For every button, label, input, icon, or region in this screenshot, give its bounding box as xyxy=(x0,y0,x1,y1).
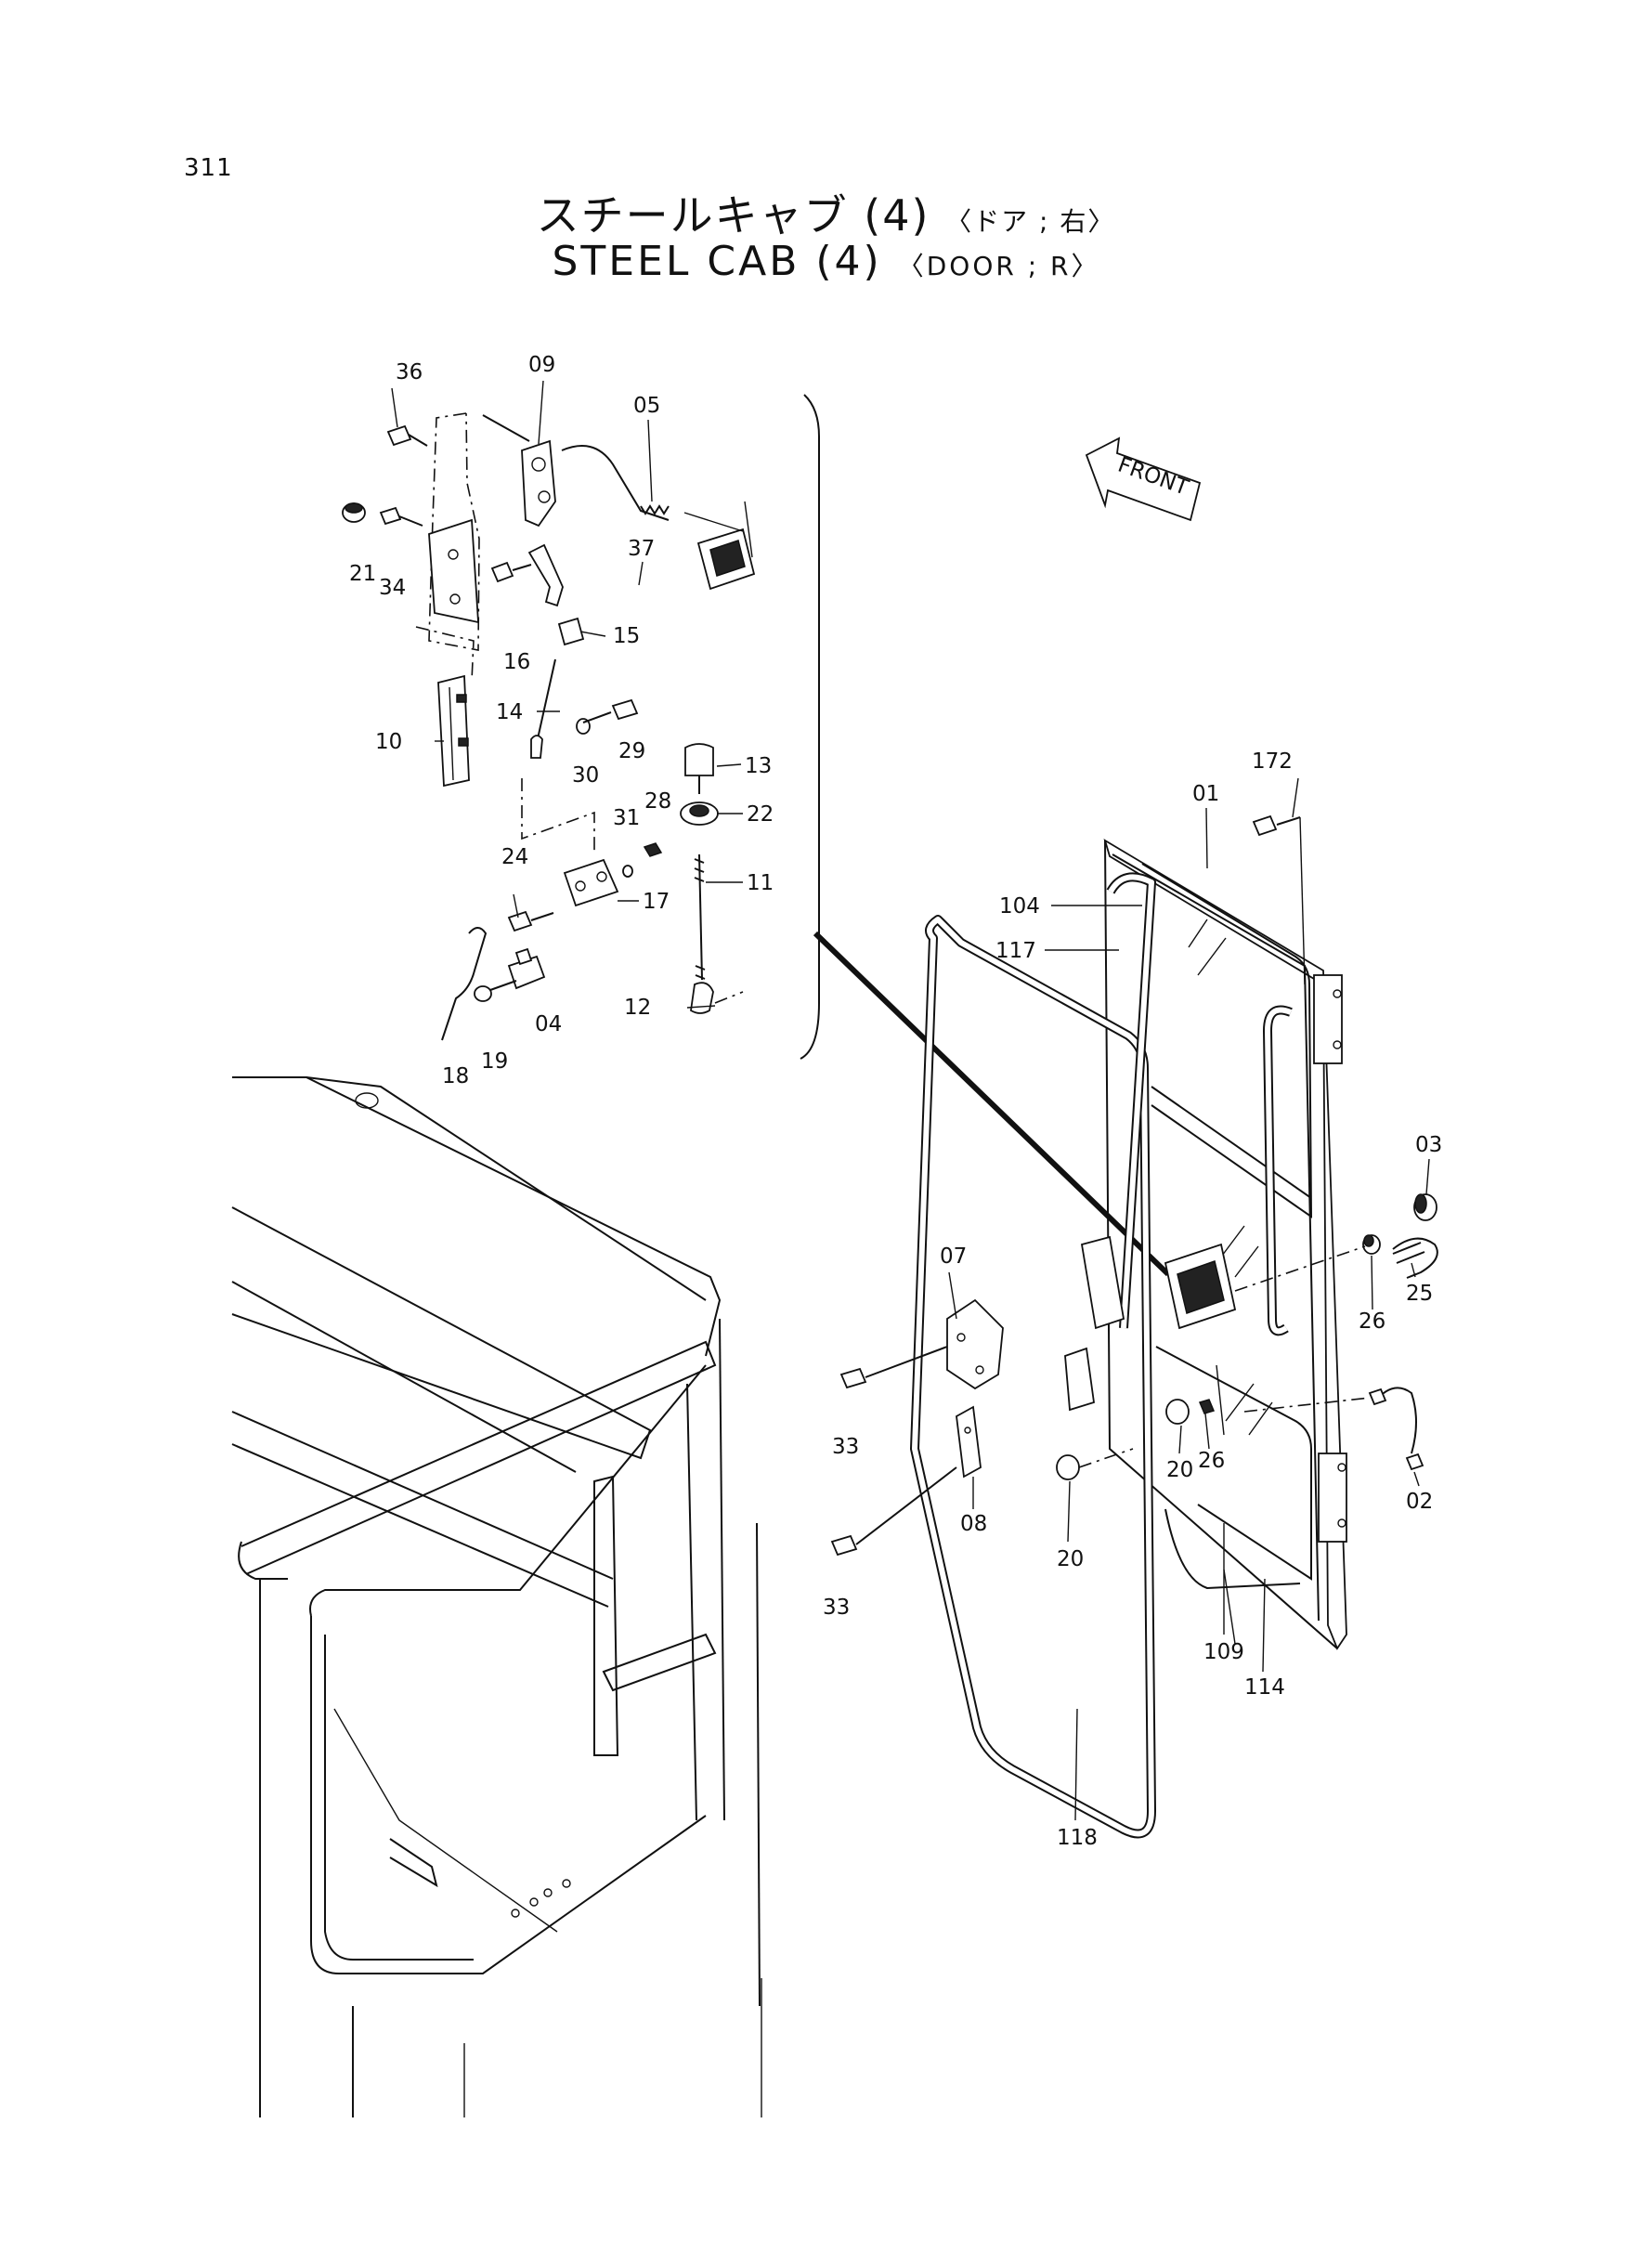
door-assembly xyxy=(830,814,1438,1839)
callout-22: 22 xyxy=(747,802,774,827)
callout-26-door: 26 xyxy=(1198,1449,1225,1473)
callout-21: 21 xyxy=(349,562,376,586)
callout-36: 36 xyxy=(396,360,423,384)
title-en-sub: 〈DOOR ; R〉 xyxy=(897,251,1100,281)
callout-11: 11 xyxy=(747,871,774,895)
callout-30: 30 xyxy=(572,763,599,788)
callout-20-upper: 20 xyxy=(1166,1458,1193,1482)
callout-12: 12 xyxy=(624,996,651,1020)
latch-mechanism-detail xyxy=(342,412,756,1041)
callout-25: 25 xyxy=(1406,1282,1433,1306)
page-number: 311 xyxy=(184,154,233,182)
callout-13: 13 xyxy=(745,754,772,778)
callout-24: 24 xyxy=(501,845,528,869)
detail-bracket xyxy=(800,394,820,1060)
callout-28: 28 xyxy=(644,789,671,814)
title-jp-sub: 〈ドア ; 右〉 xyxy=(945,206,1116,237)
title-jp-main: スチールキャブ (4) xyxy=(536,190,930,241)
callout-114: 114 xyxy=(1244,1675,1285,1700)
callout-20-lower: 20 xyxy=(1057,1547,1084,1571)
callout-08: 08 xyxy=(960,1512,987,1536)
callout-117: 117 xyxy=(995,939,1036,963)
callout-05: 05 xyxy=(633,394,660,418)
callout-109: 109 xyxy=(1203,1640,1244,1664)
callout-16: 16 xyxy=(503,650,530,674)
callout-34: 34 xyxy=(379,576,406,600)
callout-118: 118 xyxy=(1057,1826,1098,1850)
front-arrow: FRONT xyxy=(1085,436,1202,522)
callout-01: 01 xyxy=(1192,782,1219,806)
callout-19: 19 xyxy=(481,1049,508,1074)
callout-03: 03 xyxy=(1415,1133,1442,1157)
callout-29: 29 xyxy=(618,739,645,763)
callout-15: 15 xyxy=(613,624,640,648)
callout-33-lower: 33 xyxy=(823,1596,850,1620)
callout-14: 14 xyxy=(496,700,523,724)
title-en-main: STEEL CAB (4) xyxy=(552,238,882,285)
callout-33-upper: 33 xyxy=(832,1435,859,1459)
callout-31: 31 xyxy=(613,806,640,830)
callout-07: 07 xyxy=(940,1244,967,1269)
callout-09: 09 xyxy=(528,353,555,377)
callout-18: 18 xyxy=(442,1064,469,1088)
cab-body xyxy=(231,1076,762,2117)
detail-leader-line xyxy=(813,931,1171,1277)
callout-17: 17 xyxy=(643,890,670,914)
title-japanese: スチールキャブ (4) 〈ドア ; 右〉 xyxy=(0,182,1652,243)
leader-lines xyxy=(391,380,1430,1821)
callout-10: 10 xyxy=(375,730,402,754)
callout-labels: 36 09 05 21 34 37 16 15 14 10 30 29 13 2… xyxy=(349,353,1442,1850)
callout-172: 172 xyxy=(1252,749,1293,774)
callout-26-right: 26 xyxy=(1359,1309,1385,1334)
callout-04: 04 xyxy=(535,1012,562,1036)
callout-104: 104 xyxy=(999,894,1040,919)
callout-02: 02 xyxy=(1406,1490,1433,1514)
callout-37: 37 xyxy=(628,537,655,561)
title-english: STEEL CAB (4) 〈DOOR ; R〉 xyxy=(0,238,1652,285)
